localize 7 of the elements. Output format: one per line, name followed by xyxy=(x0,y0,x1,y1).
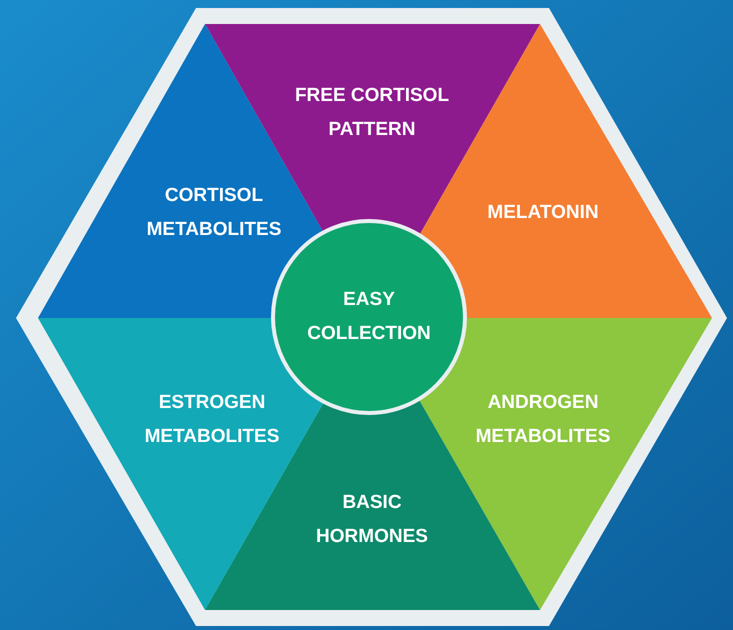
segment-label: CORTISOL METABOLITES xyxy=(146,184,282,242)
segment-label: BASIC HORMONES xyxy=(315,491,429,549)
segment-label: ANDROGEN METABOLITES xyxy=(474,391,612,449)
segment-label: FREE CORTISOL PATTERN xyxy=(294,84,450,142)
segment-label: EASY COLLECTION xyxy=(306,288,432,346)
segment-label: MELATONIN xyxy=(486,201,600,225)
segment-label: ESTROGEN METABOLITES xyxy=(144,391,280,449)
